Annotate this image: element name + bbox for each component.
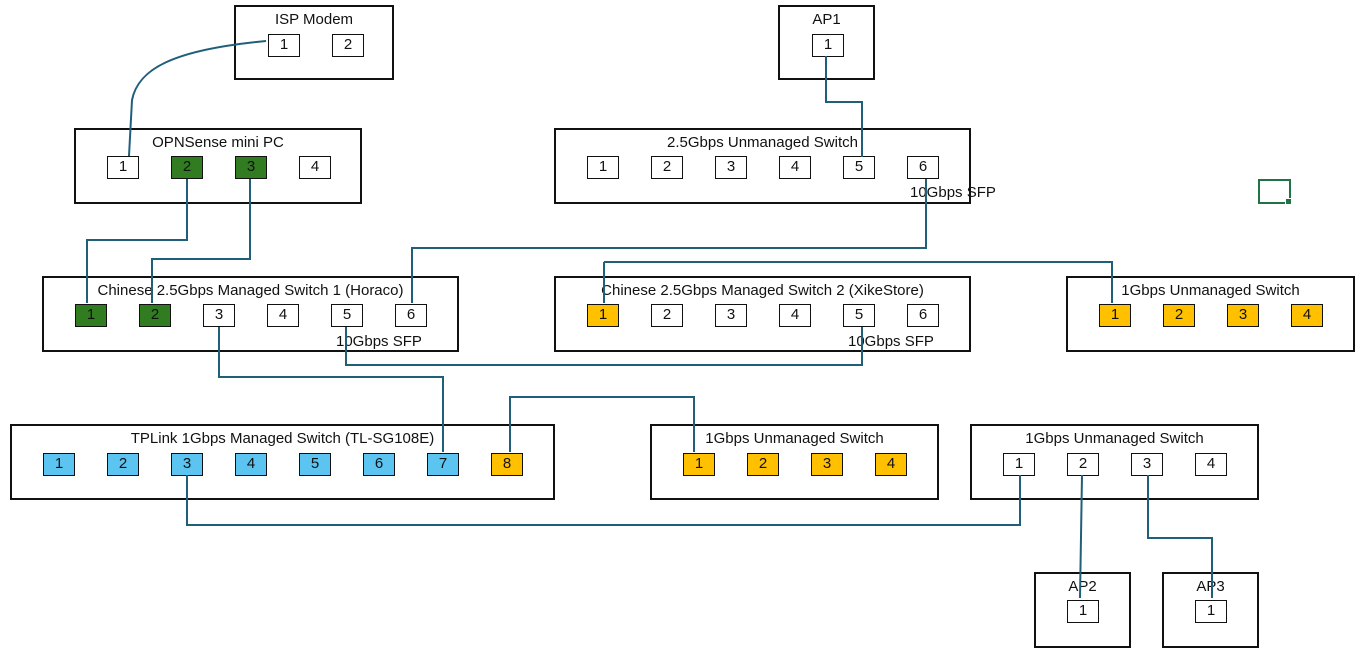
tplink-port-8: 8 xyxy=(491,453,523,476)
xikestore-port-4: 4 xyxy=(779,304,811,327)
horaco-port-5: 5 xyxy=(331,304,363,327)
tplink-port-5: 5 xyxy=(299,453,331,476)
xikestore-title: Chinese 2.5Gbps Managed Switch 2 (XikeSt… xyxy=(601,282,924,299)
tplink-port-4: 4 xyxy=(235,453,267,476)
ap2: AP2 1 xyxy=(1034,572,1131,648)
unmanaged-1g-low-port-2: 2 xyxy=(1067,453,1099,476)
horaco-port-2: 2 xyxy=(139,304,171,327)
ap1-title: AP1 xyxy=(812,11,841,28)
unmanaged-1g-switch-low: 1Gbps Unmanaged Switch 1 2 3 4 xyxy=(970,424,1259,500)
isp-modem-title: ISP Modem xyxy=(274,11,354,28)
horaco-title: Chinese 2.5Gbps Managed Switch 1 (Horaco… xyxy=(97,282,404,299)
unmanaged-1g-mid-port-3: 3 xyxy=(811,453,843,476)
tplink-port-6: 6 xyxy=(363,453,395,476)
opnsense-port-3: 3 xyxy=(235,156,267,179)
unmanaged-1g-low-port-4: 4 xyxy=(1195,453,1227,476)
tplink-port-7: 7 xyxy=(427,453,459,476)
unmanaged-2-5g-port-4: 4 xyxy=(779,156,811,179)
tplink-port-1: 1 xyxy=(43,453,75,476)
unmanaged-1g-low-port-1: 1 xyxy=(1003,453,1035,476)
ap1-port-1: 1 xyxy=(812,34,844,57)
ap1: AP1 1 xyxy=(778,5,875,80)
xikestore-port-6: 6 xyxy=(907,304,939,327)
tplink-port-3: 3 xyxy=(171,453,203,476)
unmanaged-2-5g-sfp-label: 10Gbps SFP xyxy=(910,184,996,201)
spreadsheet-cell-cursor[interactable] xyxy=(1258,179,1292,205)
isp-modem: ISP Modem 1 2 xyxy=(234,5,394,80)
opnsense-title: OPNSense mini PC xyxy=(152,134,284,151)
unmanaged-1g-mid-port-4: 4 xyxy=(875,453,907,476)
unmanaged-1g-switch-mid: 1Gbps Unmanaged Switch 1 2 3 4 xyxy=(650,424,939,500)
unmanaged-2-5g-port-1: 1 xyxy=(587,156,619,179)
xikestore-managed-switch: Chinese 2.5Gbps Managed Switch 2 (XikeSt… xyxy=(554,276,971,352)
opnsense-port-4: 4 xyxy=(299,156,331,179)
xikestore-port-5: 5 xyxy=(843,304,875,327)
horaco-sfp-label: 10Gbps SFP xyxy=(336,333,422,350)
xikestore-port-2: 2 xyxy=(651,304,683,327)
unmanaged-1g-right-port-1: 1 xyxy=(1099,304,1131,327)
unmanaged-1g-mid-port-1: 1 xyxy=(683,453,715,476)
tplink-title: TPLink 1Gbps Managed Switch (TL-SG108E) xyxy=(130,430,435,447)
unmanaged-1g-mid-title: 1Gbps Unmanaged Switch xyxy=(705,430,884,447)
unmanaged-1g-switch-right: 1Gbps Unmanaged Switch 1 2 3 4 xyxy=(1066,276,1355,352)
xikestore-sfp-label: 10Gbps SFP xyxy=(848,333,934,350)
unmanaged-2-5g-port-2: 2 xyxy=(651,156,683,179)
isp-modem-port-2: 2 xyxy=(332,34,364,57)
unmanaged-2-5g-title: 2.5Gbps Unmanaged Switch xyxy=(667,134,858,151)
unmanaged-1g-low-port-3: 3 xyxy=(1131,453,1163,476)
unmanaged-1g-right-title: 1Gbps Unmanaged Switch xyxy=(1121,282,1300,299)
opnsense-port-2: 2 xyxy=(171,156,203,179)
unmanaged-1g-low-title: 1Gbps Unmanaged Switch xyxy=(1025,430,1204,447)
opnsense-mini-pc: OPNSense mini PC 1 2 3 4 xyxy=(74,128,362,204)
isp-modem-port-1: 1 xyxy=(268,34,300,57)
unmanaged-2-5g-port-6: 6 xyxy=(907,156,939,179)
fill-handle[interactable] xyxy=(1285,198,1292,205)
horaco-port-1: 1 xyxy=(75,304,107,327)
ap3: AP3 1 xyxy=(1162,572,1259,648)
tplink-managed-switch: TPLink 1Gbps Managed Switch (TL-SG108E) … xyxy=(10,424,555,500)
unmanaged-1g-mid-port-2: 2 xyxy=(747,453,779,476)
horaco-port-6: 6 xyxy=(395,304,427,327)
xikestore-port-1: 1 xyxy=(587,304,619,327)
horaco-managed-switch: Chinese 2.5Gbps Managed Switch 1 (Horaco… xyxy=(42,276,459,352)
opnsense-port-1: 1 xyxy=(107,156,139,179)
horaco-port-3: 3 xyxy=(203,304,235,327)
unmanaged-1g-right-port-2: 2 xyxy=(1163,304,1195,327)
ap2-port-1: 1 xyxy=(1067,600,1099,623)
ap3-port-1: 1 xyxy=(1195,600,1227,623)
tplink-port-2: 2 xyxy=(107,453,139,476)
ap2-title: AP2 xyxy=(1068,578,1097,595)
ap3-title: AP3 xyxy=(1196,578,1225,595)
unmanaged-2-5g-switch: 2.5Gbps Unmanaged Switch 1 2 3 4 5 6 xyxy=(554,128,971,204)
unmanaged-2-5g-port-5: 5 xyxy=(843,156,875,179)
unmanaged-1g-right-port-3: 3 xyxy=(1227,304,1259,327)
unmanaged-1g-right-port-4: 4 xyxy=(1291,304,1323,327)
unmanaged-2-5g-port-3: 3 xyxy=(715,156,747,179)
horaco-port-4: 4 xyxy=(267,304,299,327)
xikestore-port-3: 3 xyxy=(715,304,747,327)
